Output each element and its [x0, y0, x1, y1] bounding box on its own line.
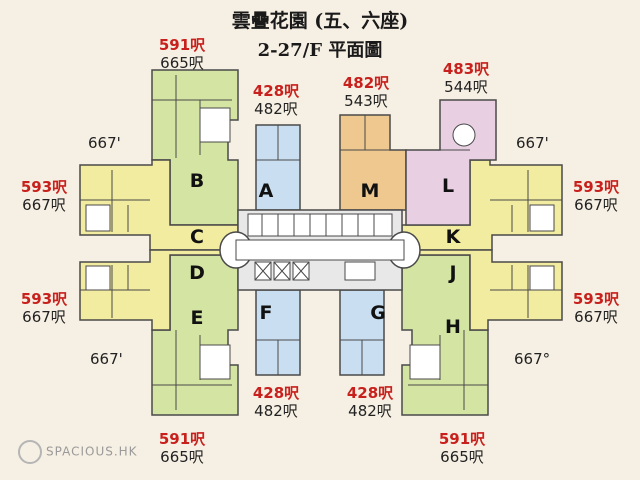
- watermark: SPACIOUS.HK: [18, 440, 138, 464]
- side-note-top-left: 667': [88, 134, 121, 152]
- unit-letter-a: A: [258, 180, 274, 202]
- watermark-logo-icon: [18, 440, 42, 464]
- unit-letter-g: G: [370, 302, 386, 324]
- plan-subtitle: 2-27/F 平面圖: [257, 40, 383, 61]
- plan-title: 雲疊花園 (五、六座): [231, 10, 409, 32]
- side-note-bottom-left: 667': [90, 350, 123, 368]
- corridor: [235, 239, 405, 261]
- unit-k-shape: [401, 159, 563, 251]
- unit-letter-f: F: [259, 302, 273, 324]
- side-note-bottom-right: 667°: [514, 350, 551, 368]
- watermark-text: SPACIOUS.HK: [46, 444, 138, 459]
- unit-letter-c: C: [190, 226, 204, 248]
- unit-letter-l: L: [441, 175, 455, 197]
- unit-c-shape: [79, 159, 239, 251]
- unit-j-shape: [401, 249, 563, 331]
- unit-letter-d: D: [189, 262, 205, 284]
- unit-b-shape: [151, 69, 239, 226]
- unit-letter-m: M: [360, 180, 380, 202]
- unit-letter-b: B: [189, 170, 205, 192]
- unit-letter-e: E: [190, 307, 204, 329]
- unit-letter-j: J: [449, 262, 457, 284]
- unit-l-shape: [405, 99, 497, 226]
- side-note-top-right: 667': [516, 134, 549, 152]
- unit-letter-k: K: [445, 226, 461, 248]
- unit-letter-h: H: [445, 316, 461, 338]
